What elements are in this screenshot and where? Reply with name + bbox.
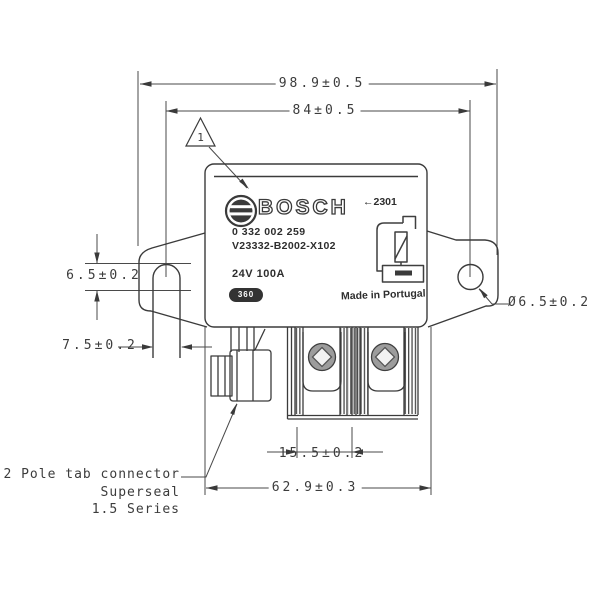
left-bracket (138, 232, 208, 358)
left-mounting-slot (152, 263, 181, 358)
dimension-overall-width: 98.9±0.5 (275, 76, 369, 91)
dimension-base-width: 62.9±0.3 (268, 480, 362, 495)
type-number: V23332-B2002-X102 (232, 240, 336, 252)
relay-body (204, 163, 428, 328)
voltage-rating: 24V 100A (232, 268, 285, 280)
dimension-hole-spacing: 84±0.5 (289, 103, 361, 118)
right-bracket (426, 230, 499, 328)
right-mounting-hole (457, 263, 484, 291)
brand-logo-text: BOSCH (257, 195, 349, 219)
connector-note-line1: 2 Pole tab connector (3, 467, 180, 482)
approval-badge: 360 (229, 288, 263, 302)
callout-number: 1 (197, 131, 204, 144)
bosch-logo-icon (224, 194, 258, 228)
dimension-arrowheads (94, 81, 496, 491)
dimension-hole-height: 6.5±0.2 (66, 268, 142, 283)
part-number: 0 332 002 259 (232, 226, 306, 238)
date-code: ←2301 (363, 196, 397, 208)
relay-schematic-icon (376, 215, 425, 283)
connector-note-line2: Superseal (100, 484, 180, 500)
connector-note: 2 Pole tab connector Superseal 1.5 Serie… (0, 466, 180, 519)
terminal-blocks (286, 327, 419, 420)
dimension-lines (85, 69, 509, 495)
connector-note-line3: 1.5 Series (91, 502, 180, 517)
dimension-stud-spacing: 15.5±0.2 (278, 446, 366, 461)
callout-triangle-icon (185, 116, 216, 147)
connector (210, 327, 272, 402)
dimension-slot-width: 7.5±0.2 (62, 338, 138, 353)
dimension-hole-diameter: Ø6.5±0.2 (508, 295, 591, 310)
